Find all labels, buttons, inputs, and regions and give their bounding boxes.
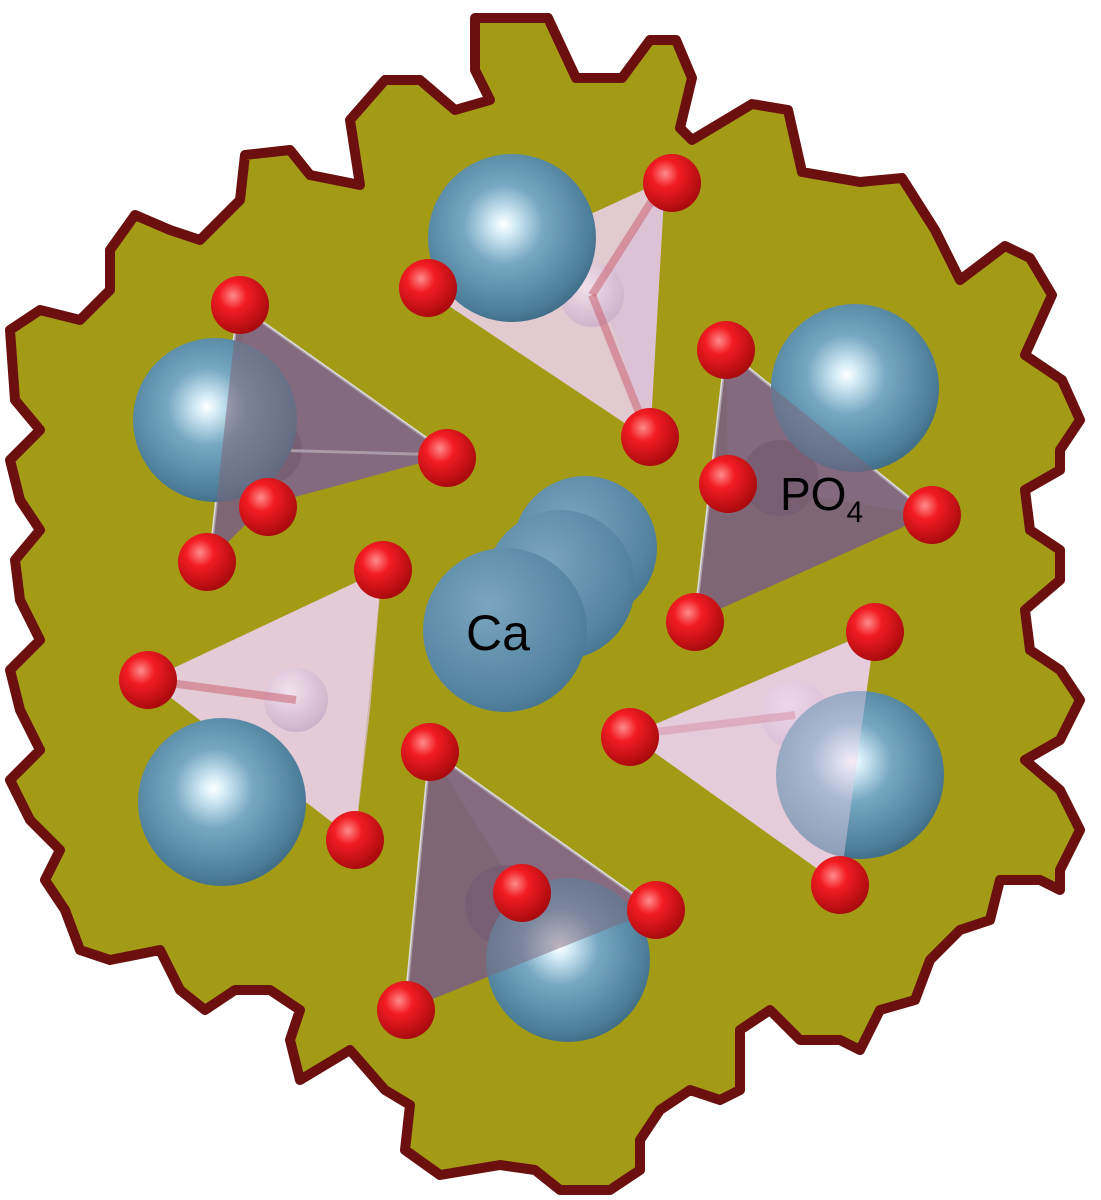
calcium-sphere-lower-right <box>776 691 944 859</box>
phosphate-label-main: PO <box>780 468 846 520</box>
oxygen-sphere <box>811 856 869 914</box>
oxygen-sphere <box>601 708 659 766</box>
oxygen-sphere <box>699 455 757 513</box>
oxygen-sphere <box>846 603 904 661</box>
phosphate-label: PO4 <box>780 468 863 529</box>
oxygen-sphere <box>621 408 679 466</box>
oxygen-sphere <box>239 478 297 536</box>
oxygen-sphere <box>354 541 412 599</box>
calcium-sphere-lower-left <box>138 718 306 886</box>
oxygen-sphere <box>377 981 435 1039</box>
oxygen-sphere <box>211 276 269 334</box>
oxygen-sphere <box>119 651 177 709</box>
oxygen-sphere <box>178 533 236 591</box>
oxygen-sphere <box>666 593 724 651</box>
oxygen-sphere <box>627 881 685 939</box>
calcium-label: Ca <box>466 605 530 661</box>
calcium-sphere-top <box>428 154 596 322</box>
oxygen-sphere <box>399 259 457 317</box>
calcium-column <box>423 476 657 712</box>
phosphate-label-subscript: 4 <box>846 496 863 529</box>
phosphate-tetrahedron-left <box>147 570 382 840</box>
oxygen-sphere <box>493 864 551 922</box>
oxygen-sphere <box>326 811 384 869</box>
oxygen-sphere <box>643 154 701 212</box>
oxygen-sphere <box>903 486 961 544</box>
oxygen-sphere <box>401 723 459 781</box>
oxygen-sphere <box>418 429 476 487</box>
oxygen-sphere <box>697 321 755 379</box>
